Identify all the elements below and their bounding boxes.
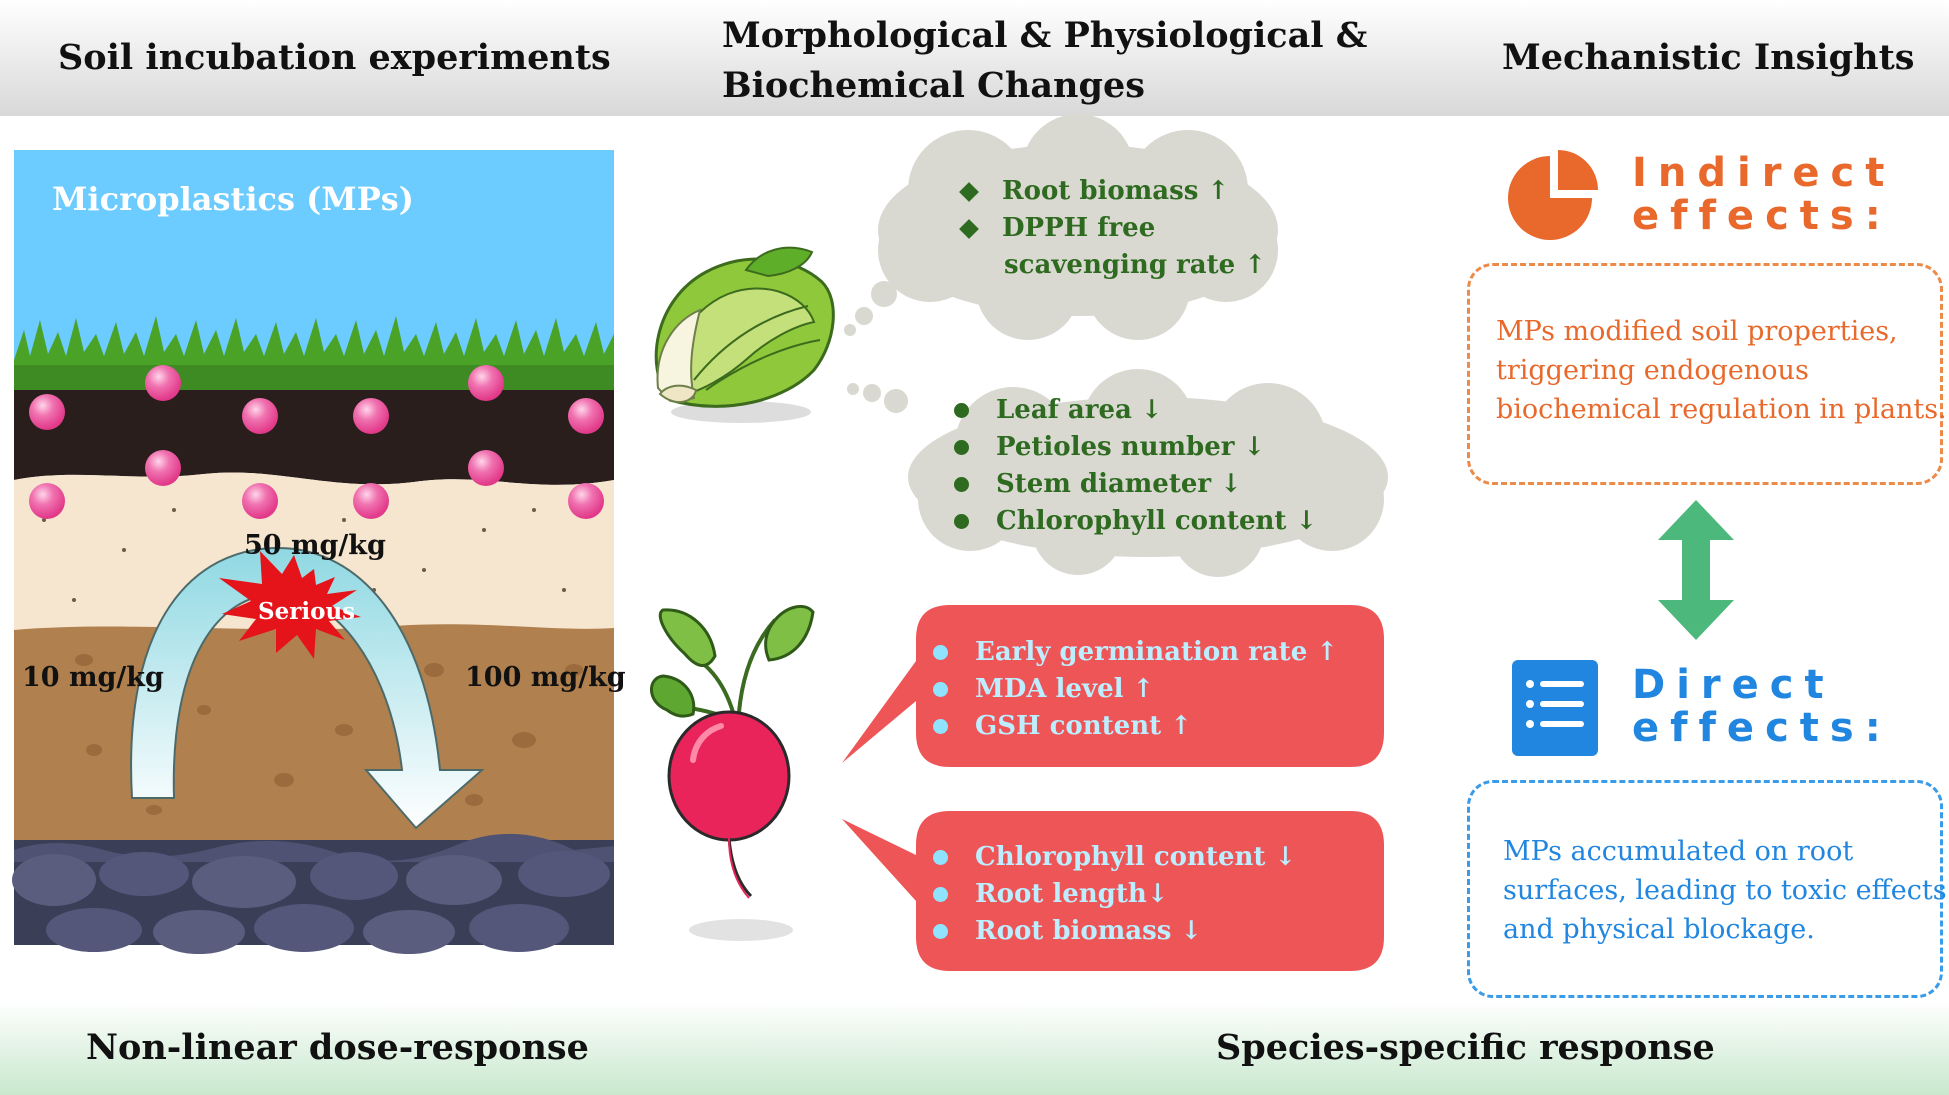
list-item: Root length↓: [933, 876, 1296, 913]
header-mechanistic-insights: Mechanistic Insights: [1502, 37, 1915, 78]
double-arrow-icon: [1658, 500, 1734, 640]
list-item: Root biomass ↑: [958, 173, 1266, 210]
radish-speech-bubbles: [842, 605, 1384, 971]
pie-chart-icon: [1508, 150, 1598, 240]
indirect-effects-box: [1467, 263, 1943, 485]
microplastic-particle: [468, 365, 504, 401]
microplastic-particle: [468, 450, 504, 486]
thought-cloud-upper: [844, 114, 1278, 340]
radish-decrease-list: Chlorophyll content ↓ Root length↓ Root …: [933, 839, 1296, 950]
napa-cabbage-icon: [654, 246, 835, 423]
indirect-effects-title-line2: effects:: [1632, 193, 1892, 239]
serious-burst-icon: [219, 551, 361, 659]
dose-10-label: 10 mg/kg: [22, 662, 164, 693]
microplastic-particles: [29, 365, 604, 519]
footer-band: [0, 1001, 1949, 1095]
soil-profile-panel: Microplastics (MPs) 50 mg/kg 10 mg/kg 10…: [12, 150, 626, 954]
list-item: DPPH free: [958, 210, 1266, 247]
bullet-dot-icon: [954, 514, 969, 529]
bullet-dot-icon: [954, 477, 969, 492]
microplastic-particle: [145, 450, 181, 486]
radish-bubble-upper: [842, 605, 1384, 767]
bullet-dot-icon: [933, 719, 948, 734]
cabbage-decrease-list: Leaf area ↓ Petioles number ↓ Stem diame…: [954, 392, 1317, 540]
footer-non-linear-dose-response: Non-linear dose-response: [86, 1027, 589, 1068]
list-item: Root biomass ↓: [933, 913, 1296, 950]
list-item: Petioles number ↓: [954, 429, 1317, 466]
cabbage-increase-list: Root biomass ↑ DPPH free scavenging rate…: [958, 173, 1266, 284]
indirect-effects-text: MPs modified soil properties, triggering…: [1496, 316, 1947, 425]
diamond-bullet-icon: [959, 181, 979, 202]
list-item: MDA level ↑: [933, 671, 1338, 708]
radish-bubble-lower: [842, 811, 1384, 971]
bullet-dot-icon: [933, 645, 948, 660]
microplastic-particle: [29, 394, 65, 430]
indirect-effects-title-line1: Indirect: [1632, 150, 1896, 196]
list-item: Stem diameter ↓: [954, 466, 1317, 503]
microplastic-particle: [353, 398, 389, 434]
microplastic-particle: [568, 483, 604, 519]
microplastic-particle: [568, 398, 604, 434]
bullet-dot-icon: [933, 887, 948, 902]
bullet-dot-icon: [933, 850, 948, 865]
direct-effects-box: [1467, 780, 1943, 998]
header-band: [0, 0, 1949, 116]
header-changes-line1: Morphological & Physiological &: [722, 15, 1368, 56]
radish-increase-list: Early germination rate ↑ MDA level ↑ GSH…: [933, 634, 1338, 745]
footer-species-specific-response: Species-specific response: [1216, 1027, 1715, 1068]
dose-response-arch-arrow: [130, 546, 485, 830]
bullet-dot-icon: [933, 924, 948, 939]
list-item: GSH content ↑: [933, 708, 1338, 745]
microplastic-particle: [353, 483, 389, 519]
thought-cloud-lower: [847, 369, 1388, 577]
header-soil-incubation: Soil incubation experiments: [58, 37, 611, 78]
microplastic-particle: [242, 483, 278, 519]
bullet-dot-icon: [954, 440, 969, 455]
serious-label: Serious: [258, 598, 356, 625]
list-item: Chlorophyll content ↓: [954, 503, 1317, 540]
microplastic-particle: [29, 483, 65, 519]
direct-effects-text: MPs accumulated on root surfaces, leadin…: [1503, 836, 1947, 945]
direct-effects-title-line1: Direct: [1632, 662, 1835, 708]
diamond-bullet-icon: [959, 218, 979, 239]
list-item: Chlorophyll content ↓: [933, 839, 1296, 876]
bullet-dot-icon: [933, 682, 948, 697]
dose-50-label: 50 mg/kg: [244, 530, 386, 561]
microplastic-particle: [145, 365, 181, 401]
list-item: scavenging rate ↑: [1004, 250, 1266, 280]
microplastics-label: Microplastics (MPs): [52, 180, 414, 218]
list-document-icon: [1512, 660, 1598, 756]
direct-effects-title-line2: effects:: [1632, 705, 1892, 751]
header-changes-line2: Biochemical Changes: [722, 65, 1145, 106]
radish-icon: [650, 604, 815, 941]
microplastic-particle: [242, 398, 278, 434]
list-item: Early germination rate ↑: [933, 634, 1338, 671]
list-item: Leaf area ↓: [954, 392, 1317, 429]
bullet-dot-icon: [954, 403, 969, 418]
dose-100-label: 100 mg/kg: [465, 662, 626, 693]
